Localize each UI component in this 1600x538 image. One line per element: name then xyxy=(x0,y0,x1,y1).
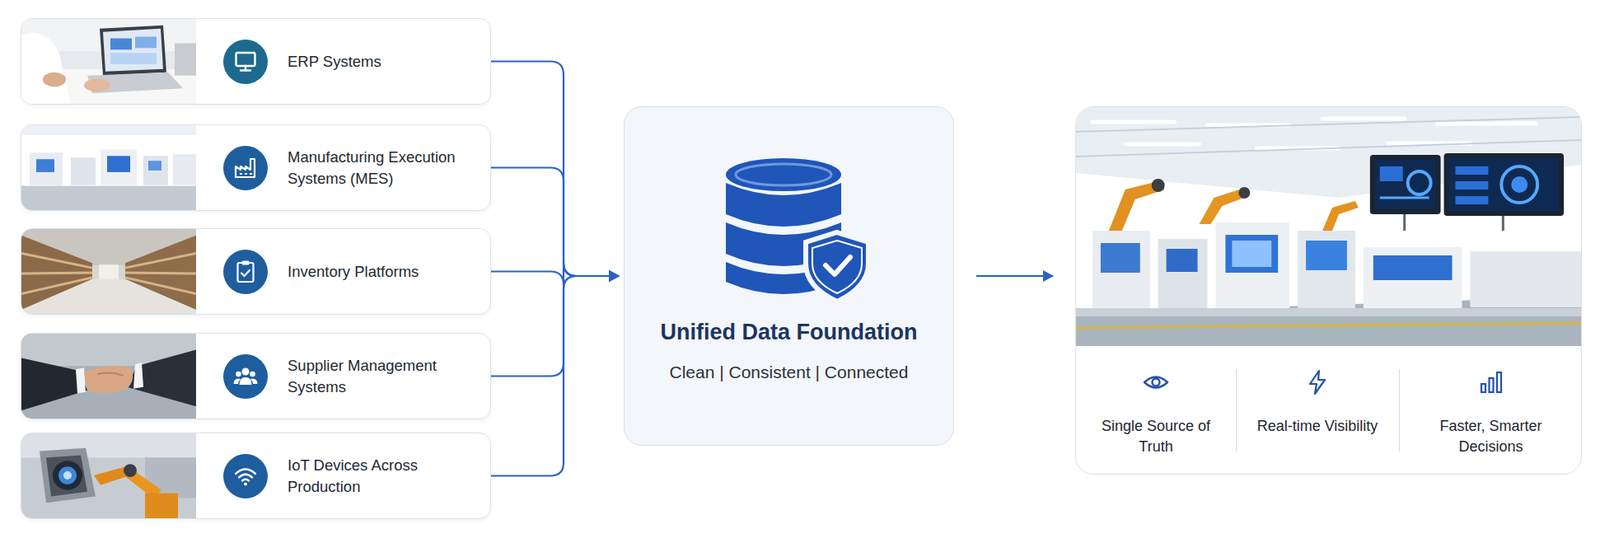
source-system-card: IoT Devices Across Production xyxy=(20,432,492,520)
connector-arrow xyxy=(491,276,619,377)
outcome-icon xyxy=(1142,369,1170,396)
card-photo xyxy=(21,333,197,419)
monitor-icon xyxy=(223,39,268,85)
card-icon xyxy=(223,145,268,191)
connector-arrow xyxy=(491,276,619,477)
factory-icon xyxy=(223,145,268,191)
handshake-photo xyxy=(21,333,197,419)
source-system-card: Manufacturing Execution Systems (MES) xyxy=(20,124,492,211)
outcome-label: Real-time Visibility xyxy=(1252,416,1383,437)
divider-line xyxy=(1235,369,1237,452)
card-icon xyxy=(223,39,268,85)
card-label: ERP Systems xyxy=(287,18,479,104)
wifi-icon xyxy=(223,453,268,499)
people-icon xyxy=(223,354,268,399)
smart-factory-photo xyxy=(1076,107,1582,347)
card-icon xyxy=(223,453,268,499)
connector-arrow xyxy=(491,61,619,277)
card-photo xyxy=(21,18,197,104)
source-system-card: Supplier Management Systems xyxy=(20,332,492,420)
card-label: Manufacturing Execution Systems (MES) xyxy=(287,125,479,211)
outcome-label: Faster, Smarter Decisions xyxy=(1415,416,1567,458)
database-icon xyxy=(721,156,879,305)
data-foundation-box: Unified Data FoundationClean | Consisten… xyxy=(623,106,955,446)
card-label: IoT Devices Across Production xyxy=(287,433,479,519)
source-system-card: Inventory Platforms xyxy=(20,228,492,315)
card-photo xyxy=(21,229,197,314)
connector-arrow xyxy=(491,262,619,286)
box-title: Unified Data Foundation xyxy=(624,319,954,346)
panel-image xyxy=(1076,107,1582,347)
warehouse-photo xyxy=(21,229,197,314)
connector-arrow xyxy=(491,168,619,277)
outcome-label: Single Source of Truth xyxy=(1092,416,1220,458)
box-subtitle: Clean | Consistent | Connected xyxy=(624,362,954,383)
outcome-icon xyxy=(1304,369,1331,396)
robot-photo xyxy=(21,433,197,519)
database-shield-icon xyxy=(721,156,879,305)
card-photo xyxy=(21,433,197,519)
card-photo xyxy=(21,125,197,211)
eye-icon xyxy=(1142,369,1170,396)
card-icon xyxy=(223,354,268,399)
card-label: Supplier Management Systems xyxy=(287,333,479,419)
connector-arrow xyxy=(976,275,1053,277)
card-label: Inventory Platforms xyxy=(287,229,479,314)
clipboard-icon xyxy=(223,249,268,295)
outcome-panel: Single Source of Truth Real-time Visibil… xyxy=(1075,106,1582,475)
source-system-card: ERP Systems xyxy=(20,18,492,105)
outcome-icon xyxy=(1478,369,1505,396)
card-icon xyxy=(223,249,268,295)
office-photo xyxy=(21,18,197,104)
bar-chart-icon xyxy=(1478,369,1505,396)
divider-line xyxy=(1398,369,1400,452)
factory-photo xyxy=(21,125,197,211)
lightning-icon xyxy=(1304,369,1331,396)
